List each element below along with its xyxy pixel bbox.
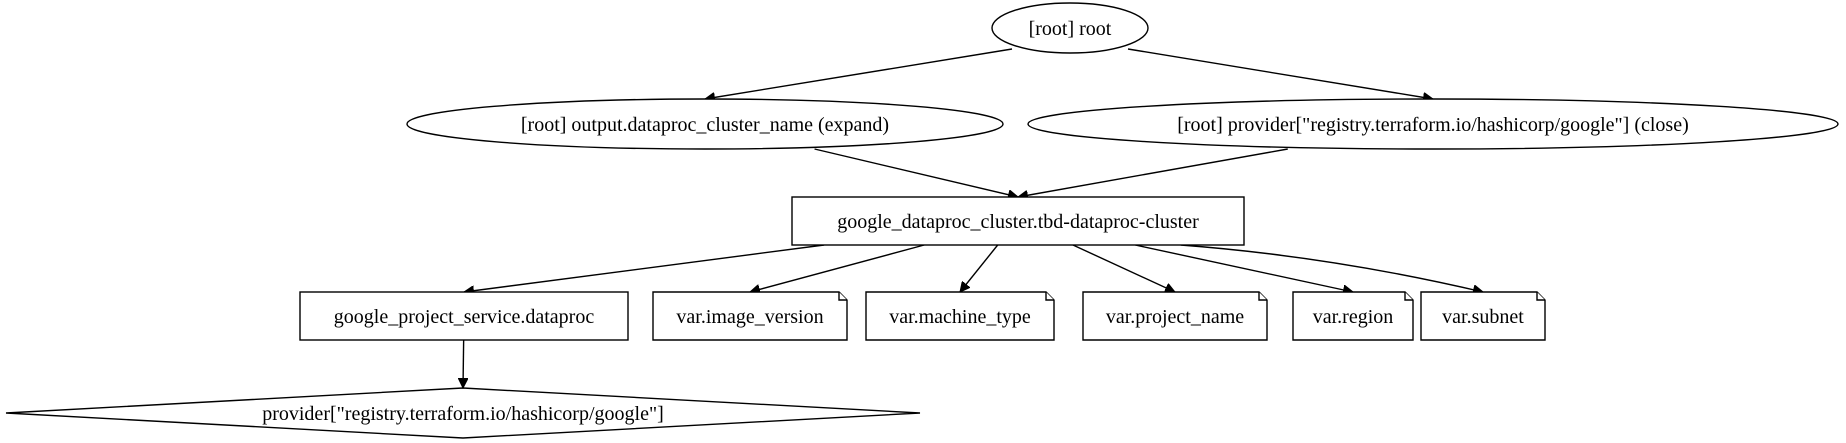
node-label: [root] provider["registry.terraform.io/h… — [1177, 114, 1689, 136]
node-label: [root] output.dataproc_cluster_name (exp… — [521, 114, 889, 136]
node-provider: provider["registry.terraform.io/hashicor… — [5, 387, 921, 439]
node-root: [root] root — [991, 2, 1149, 54]
node-label: var.region — [1313, 306, 1394, 328]
nodes-layer: [root] root [root] output.dataproc_cluste… — [5, 2, 1839, 439]
node-provclose: [root] provider["registry.terraform.io/h… — [1027, 98, 1839, 150]
node-shape — [1082, 291, 1268, 341]
node-machine_type: var.machine_type — [865, 291, 1055, 341]
edge-provclose-to-cluster — [1018, 148, 1288, 197]
node-label: var.image_version — [676, 306, 823, 328]
note-fold — [1536, 292, 1545, 301]
node-label: provider["registry.terraform.io/hashicor… — [262, 403, 664, 425]
note-fold — [1045, 292, 1054, 301]
edge-root-to-output — [705, 48, 1013, 99]
node-cluster: google_dataproc_cluster.tbd-dataproc-clu… — [791, 196, 1245, 246]
node-output: [root] output.dataproc_cluster_name (exp… — [406, 98, 1004, 150]
note-fold — [838, 292, 847, 301]
note-fold — [1404, 292, 1413, 301]
node-subnet: var.subnet — [1420, 291, 1546, 341]
node-shape — [1292, 291, 1414, 341]
edge-service-to-provider — [463, 339, 464, 388]
node-shape — [991, 2, 1149, 54]
node-label: google_project_service.dataproc — [334, 306, 595, 328]
edge-cluster-to-service — [464, 244, 825, 292]
node-region: var.region — [1292, 291, 1414, 341]
node-shape — [652, 291, 848, 341]
edge-root-to-provclose — [1127, 48, 1433, 99]
node-label: var.project_name — [1106, 306, 1244, 328]
edge-cluster-to-region — [1135, 244, 1353, 292]
edge-cluster-to-machine_type — [960, 244, 999, 292]
node-label: [root] root — [1029, 18, 1112, 40]
node-shape — [1420, 291, 1546, 341]
node-label: var.subnet — [1442, 306, 1524, 328]
node-shape — [865, 291, 1055, 341]
note-fold — [1258, 292, 1267, 301]
node-shape — [299, 291, 629, 341]
node-project_name: var.project_name — [1082, 291, 1268, 341]
node-label: var.machine_type — [889, 306, 1031, 328]
edge-output-to-cluster — [814, 148, 1018, 197]
node-label: google_dataproc_cluster.tbd-dataproc-clu… — [837, 211, 1199, 233]
node-service: google_project_service.dataproc — [299, 291, 629, 341]
node-shape — [406, 98, 1004, 150]
node-image_version: var.image_version — [652, 291, 848, 341]
node-shape — [1027, 98, 1839, 150]
edge-cluster-to-project_name — [1072, 244, 1175, 292]
edge-cluster-to-subnet — [1180, 244, 1483, 292]
node-shape — [791, 196, 1245, 246]
edges-layer — [463, 48, 1483, 388]
node-shape — [5, 387, 921, 439]
edge-cluster-to-image_version — [750, 244, 925, 292]
